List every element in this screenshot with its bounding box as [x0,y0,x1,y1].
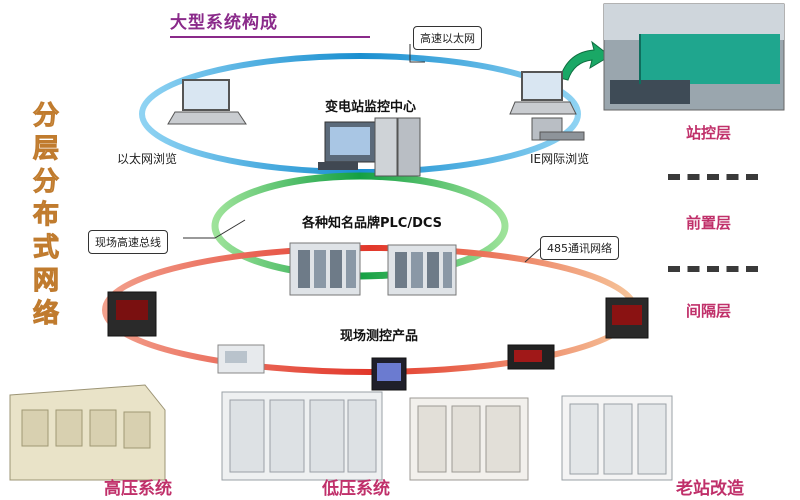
bay-layer-label: 间隔层 [686,300,731,321]
ethernet-callout: 高速以太网 [413,26,482,50]
control-center-label: 变电站监控中心 [325,96,416,115]
ethernet-browse-label: 以太网浏览 [117,150,177,167]
meter-right-icon [606,298,648,338]
retrofit-cabinets-center [410,398,528,480]
field-products-label: 现场测控产品 [340,325,418,344]
high-voltage-label: 高压系统 [104,474,172,499]
station-control-layer-label: 站控层 [686,122,731,143]
arrow-icon [560,42,610,80]
fieldbus-callout: 现场高速总线 [88,230,168,254]
layer-separator [668,266,758,272]
laptop-left-icon [168,80,246,124]
low-voltage-cabinets [222,392,382,480]
meter-small-icon [508,345,554,369]
title-underline [170,36,370,38]
meter-left-icon [108,292,156,336]
rs485-ring [105,248,635,372]
plc-label: 各种知名品牌PLC/DCS [302,212,442,231]
meter-lower-left-icon [218,345,264,373]
control-room-photo [604,4,784,110]
ie-browse-label: IE网际浏览 [530,150,589,167]
layer-separator [668,174,758,180]
meter-bottom-icon [372,358,406,390]
plc-device-right-icon [388,245,456,295]
front-end-layer-label: 前置层 [686,212,731,233]
diagram-title: 大型系统构成 [170,8,278,33]
server-workstation-icon [318,118,420,176]
rs485-callout: 485通讯网络 [540,236,619,260]
low-voltage-label: 低压系统 [322,474,390,499]
old-station-retrofit-label: 老站改造 [676,474,744,499]
old-station-cabinets [562,396,672,480]
plc-device-left-icon [290,243,360,295]
vertical-title: 分层分布式网络 [26,100,66,331]
high-voltage-cabinets [10,385,165,480]
